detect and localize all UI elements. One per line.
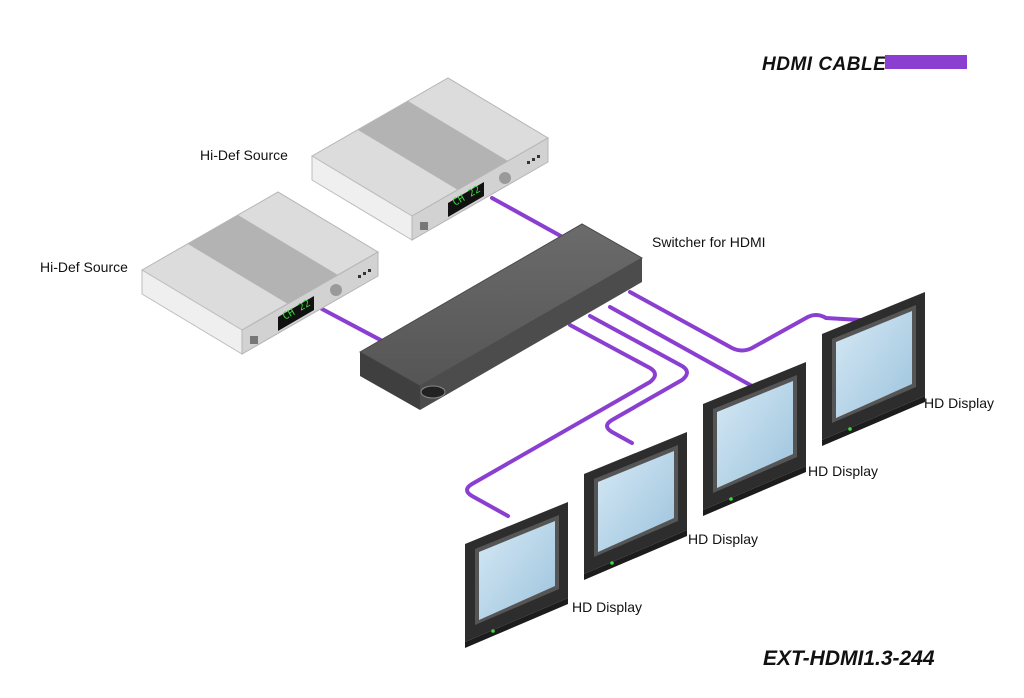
source-2-label: Hi-Def Source bbox=[40, 259, 128, 275]
display-2-label: HD Display bbox=[688, 531, 758, 547]
cable-switcher-to-display4 bbox=[628, 290, 862, 353]
source-2-fan-icon bbox=[330, 284, 342, 296]
display-4-label: HD Display bbox=[924, 395, 994, 411]
display-4-screen bbox=[836, 311, 912, 418]
source-1-label: Hi-Def Source bbox=[200, 147, 288, 163]
hd-display-3 bbox=[703, 362, 806, 516]
hdmi-switcher bbox=[358, 223, 644, 410]
model-number: EXT-HDMI1.3-244 bbox=[763, 647, 935, 670]
hd-display-2 bbox=[584, 432, 687, 580]
cable-switcher-to-display1 bbox=[465, 323, 657, 518]
display-1-screen bbox=[479, 521, 555, 620]
hd-display-4 bbox=[822, 292, 925, 446]
source-1-fan-icon bbox=[499, 172, 511, 184]
display-3-screen bbox=[717, 381, 793, 488]
cable-switcher-to-display2 bbox=[588, 314, 689, 445]
cable-switcher-to-display3 bbox=[608, 305, 754, 388]
switcher-logo-icon bbox=[420, 385, 446, 399]
display-2-screen bbox=[598, 451, 674, 552]
switcher-label: Switcher for HDMI bbox=[652, 234, 766, 250]
hi-def-source-2: CH 22 bbox=[141, 191, 379, 355]
source-2-lcd bbox=[278, 296, 314, 331]
hi-def-source-1: CH 22 bbox=[311, 77, 549, 241]
cable-source1-to-switcher bbox=[490, 196, 570, 242]
hdmi-cables bbox=[320, 196, 862, 518]
source-1-lcd bbox=[448, 182, 484, 217]
legend-label: HDMI CABLE bbox=[762, 54, 887, 75]
legend-swatch bbox=[885, 55, 967, 69]
display-1-label: HD Display bbox=[572, 599, 642, 615]
legend: HDMI CABLE bbox=[762, 54, 967, 75]
display-3-label: HD Display bbox=[808, 463, 878, 479]
cable-source2-to-switcher bbox=[320, 307, 390, 346]
hd-display-1 bbox=[465, 502, 568, 648]
